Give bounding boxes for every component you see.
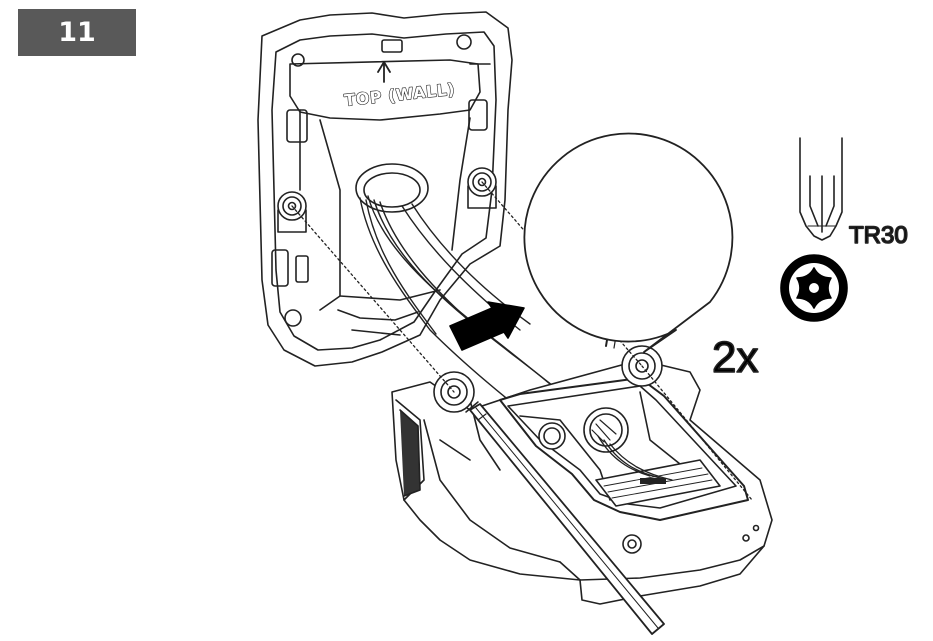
torx-bit-icon [799,137,843,241]
step-number-badge: 11 [18,9,136,56]
torx-star-icon [780,254,848,322]
torx-size-label: TR30 [849,222,908,249]
body-mount-foot [622,524,760,554]
cable-gland-left [538,422,566,450]
screwdriver [465,401,665,635]
terminal-box [499,377,749,521]
assembly-direction-arrow-icon [449,301,525,351]
up-arrow-icon [377,61,391,83]
internal-wires [597,435,673,481]
cable-gland-right [583,407,629,453]
screw-quantity-label: 2x [712,333,758,382]
tool-callout [523,132,734,353]
